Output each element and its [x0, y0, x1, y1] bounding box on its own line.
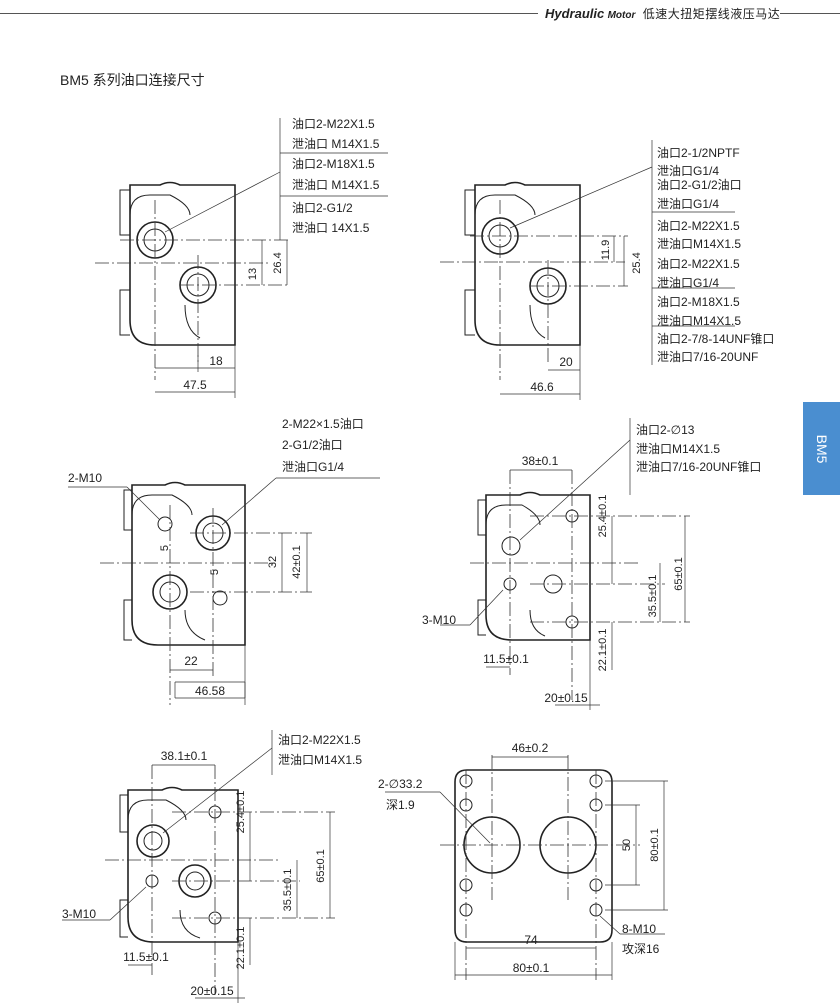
fig5-dim-35: 35.5±0.1	[282, 869, 294, 912]
fig6-depth: 深1.9	[386, 798, 415, 812]
fig1-dim-13: 13	[247, 268, 259, 280]
fig4-dim-25: 25.4±0.1	[597, 495, 609, 538]
fig6-dim-74: 74	[524, 933, 538, 947]
fig2-callout-12: 泄油口7/16-20UNF	[657, 350, 758, 364]
fig6-thread-depth: 攻深16	[622, 942, 660, 956]
fig5-dim-65: 65±0.1	[315, 849, 327, 883]
fig3-drawing	[68, 477, 380, 705]
fig2-callout-9: 油口2-M18X1.5	[657, 295, 740, 309]
fig4-dim-11: 11.5±0.1	[483, 652, 529, 666]
header-title: Hydraulic Motor 低速大扭矩摆线液压马达	[545, 5, 780, 22]
fig2-dim-20: 20	[559, 355, 573, 369]
fig2-dim-46: 46.6	[530, 380, 554, 394]
fig4-dim-20: 20±0.15	[544, 691, 588, 705]
fig6-dim-80h: 80±0.1	[513, 961, 550, 975]
fig2-callout-8: 泄油口G1/4	[657, 276, 719, 290]
fig1-drawing	[95, 118, 388, 398]
fig2-dim-11: 11.9	[600, 240, 612, 261]
fig2-callout-3: 油口2-G1/2油口	[657, 178, 742, 192]
fig5-drawing	[62, 730, 335, 1003]
fig5-dim-38: 38.1±0.1	[161, 749, 208, 763]
fig1-dim-18: 18	[209, 354, 223, 368]
fig2-callout-1: 油口2-1/2NPTF	[657, 146, 740, 160]
fig1-dim-26: 26.4	[272, 252, 284, 273]
fig3-dim-42: 42±0.1	[291, 545, 303, 579]
fig2-callout-10: 泄油口M14X1.5	[657, 314, 741, 328]
fig4-dim-22: 22.1±0.1	[597, 629, 609, 672]
fig2-callout-6: 泄油口M14X1.5	[657, 237, 741, 251]
fig3-callout-1: 2-M22×1.5油口	[282, 417, 364, 431]
fig6-dim-80v: 80±0.1	[649, 828, 661, 862]
fig5-callout-2: 泄油口M14X1.5	[278, 753, 362, 767]
header-rule-right	[780, 13, 840, 14]
fig3-thread: 2-M10	[68, 471, 102, 485]
fig3-dim-22: 22	[184, 654, 198, 668]
fig5-thread: 3-M10	[62, 907, 96, 921]
fig5-callout-1: 油口2-M22X1.5	[278, 733, 361, 747]
fig4-callout-1: 油口2-∅13	[636, 423, 695, 437]
fig5-dim-11: 11.5±0.1	[123, 950, 169, 964]
fig2-callout-7: 油口2-M22X1.5	[657, 257, 740, 271]
fig5-dim-25: 25.4±0.1	[235, 791, 247, 834]
fig4-drawing	[440, 418, 690, 710]
page-header: Hydraulic Motor 低速大扭矩摆线液压马达	[0, 0, 840, 26]
fig2-drawing	[440, 140, 735, 400]
header-brand: Hydraulic	[545, 6, 605, 21]
fig6-port: 2-∅33.2	[378, 777, 423, 791]
fig1-dim-47: 47.5	[183, 378, 207, 392]
side-tab: BM5	[803, 402, 840, 495]
fig2-callout-2: 泄油口G1/4	[657, 164, 719, 178]
fig4-dim-35: 35.5±0.1	[647, 575, 659, 618]
fig3-callout-3: 泄油口G1/4	[282, 460, 344, 474]
fig2-callout-4: 泄油口G1/4	[657, 197, 719, 211]
fig2-callout-11: 油口2-7/8-14UNF锥口	[657, 332, 774, 346]
fig4-dim-38: 38±0.1	[522, 454, 559, 468]
fig6-dim-46: 46±0.2	[512, 741, 549, 755]
fig4-dim-65: 65±0.1	[673, 557, 685, 591]
fig6-dim-50: 50	[621, 839, 633, 851]
fig3-dim-32: 32	[267, 556, 279, 568]
fig1-callout-1: 油口2-M22X1.5	[292, 117, 375, 131]
fig1-callout-4: 泄油口 M14X1.5	[292, 178, 380, 192]
fig4-callout-3: 泄油口7/16-20UNF锥口	[636, 460, 761, 474]
fig4-callout-2: 泄油口M14X1.5	[636, 442, 720, 456]
fig3-callout-2: 2-G1/2油口	[282, 438, 343, 452]
header-brand-sub: Motor	[607, 10, 636, 21]
header-rule-left	[0, 13, 538, 14]
fig5-dim-22: 22.1±0.1	[235, 927, 247, 970]
fig4-thread: 3-M10	[422, 613, 456, 627]
fig1-callout-6: 泄油口 14X1.5	[292, 221, 370, 235]
fig3-dim-46: 46.58	[195, 684, 225, 698]
fig2-callout-5: 油口2-M22X1.5	[657, 219, 740, 233]
fig1-callout-5: 油口2-G1/2	[292, 201, 353, 215]
fig6-drawing	[385, 755, 668, 980]
fig2-dim-25: 25.4	[631, 252, 643, 273]
fig6-thread: 8-M10	[622, 922, 656, 936]
fig3-dim-5a: 5	[159, 545, 171, 551]
fig5-dim-20: 20±0.15	[190, 984, 234, 998]
header-subtitle: 低速大扭矩摆线液压马达	[642, 7, 781, 21]
fig3-dim-5b: 5	[209, 569, 221, 575]
section-title: BM5 系列油口连接尺寸	[60, 72, 205, 88]
fig1-callout-2: 泄油口 M14X1.5	[292, 137, 380, 151]
fig1-callout-3: 油口2-M18X1.5	[292, 157, 375, 171]
